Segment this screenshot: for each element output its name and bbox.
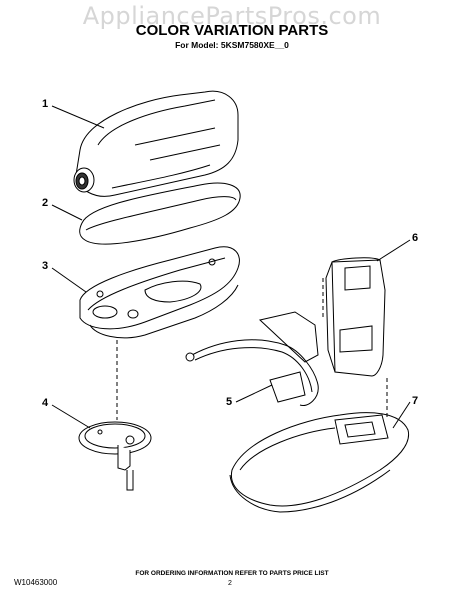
callout-3: 3 xyxy=(42,260,49,272)
part-1-motor-housing-cover xyxy=(73,90,239,197)
leader-lines xyxy=(51,105,411,429)
ordering-note: FOR ORDERING INFORMATION REFER TO PARTS … xyxy=(135,570,329,577)
model-subtitle: For Model: 5KSM7580XE__0 xyxy=(175,40,289,50)
part-4-planetary-drive xyxy=(78,421,152,491)
callout-1: 1 xyxy=(42,98,49,110)
part-5-bowl-clamp-arm xyxy=(185,311,319,407)
alignment-lines xyxy=(116,278,388,420)
document-number: W10463000 xyxy=(14,578,58,587)
callout-5: 5 xyxy=(226,396,233,408)
callout-4: 4 xyxy=(42,397,49,409)
part-6-pedestal-column xyxy=(325,257,386,377)
part-2-trim-plate xyxy=(79,182,241,245)
page-title: COLOR VARIATION PARTS xyxy=(135,22,329,39)
callout-2: 2 xyxy=(42,197,49,209)
watermark: AppliancePartsPros.com xyxy=(82,2,382,30)
callout-6: 6 xyxy=(412,232,419,244)
part-3-housing-base xyxy=(79,246,240,339)
callout-7: 7 xyxy=(412,395,419,407)
page-number: 2 xyxy=(228,580,232,587)
part-7-base xyxy=(229,412,410,513)
